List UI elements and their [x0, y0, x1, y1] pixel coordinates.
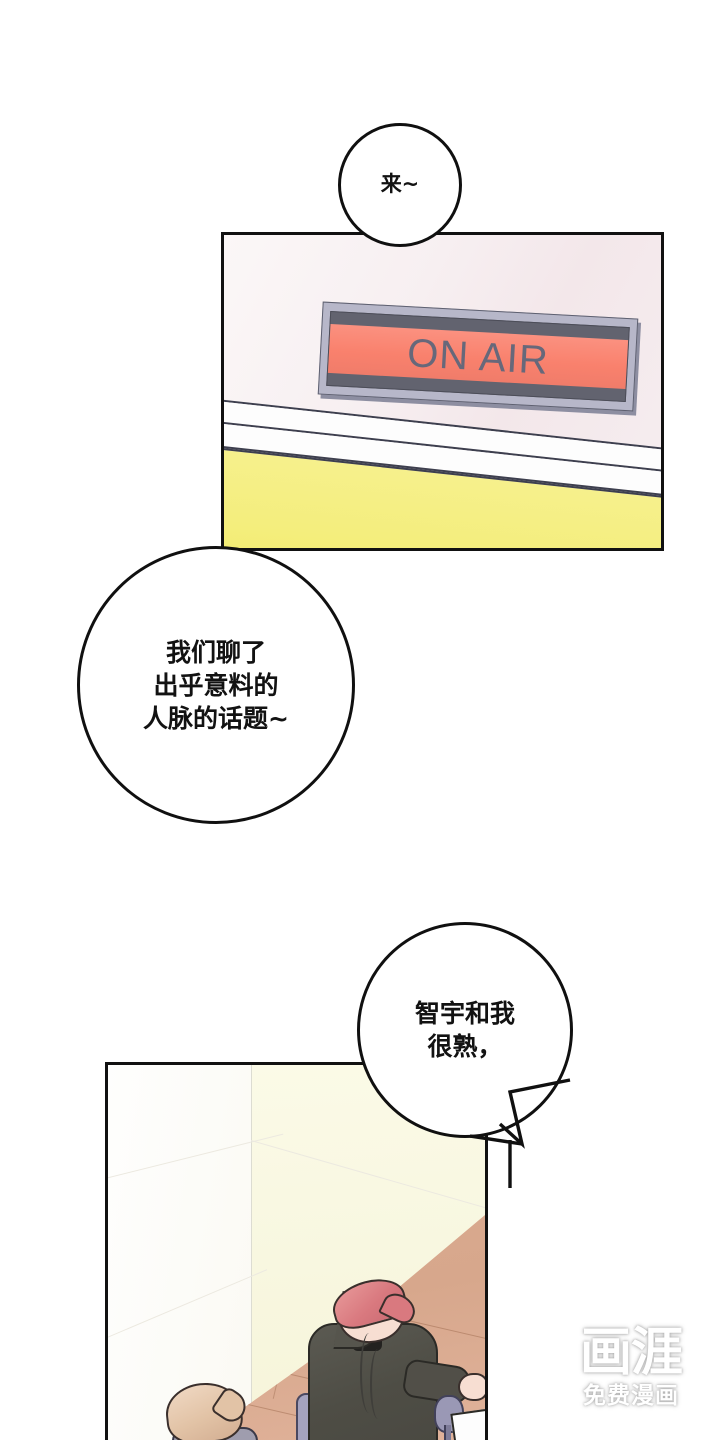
on-air-sign: ON AIR — [317, 301, 639, 412]
on-air-sign-face: ON AIR — [327, 323, 629, 390]
speech-bubble-topic: 我们聊了 出乎意料的 人脉的话题~ — [77, 546, 355, 824]
character-guest — [163, 1379, 266, 1440]
site-watermark: 画涯 免费漫画 — [556, 1311, 706, 1423]
speech-bubble-close: 智宇和我 很熟， — [357, 922, 573, 1138]
on-air-sign-bezel: ON AIR — [326, 310, 630, 403]
earphone-cable — [370, 1349, 386, 1419]
booth-wall-corner — [251, 1065, 253, 1440]
character-host — [296, 1272, 485, 1440]
on-air-sign-label: ON AIR — [406, 330, 550, 383]
speech-bubble-close-text: 智宇和我 很熟， — [414, 999, 515, 1061]
earphone-cable — [360, 1333, 378, 1413]
host-hand — [458, 1373, 485, 1401]
comic-panel-on-air: ON AIR — [221, 232, 664, 551]
speech-bubble-come: 来~ — [338, 123, 462, 247]
speech-bubble-topic-text: 我们聊了 出乎意料的 人脉的话题~ — [143, 637, 289, 733]
watermark-logo: 画涯 — [579, 1322, 683, 1383]
speech-bubble-come-text: 来~ — [380, 172, 420, 197]
watermark-subtitle: 免费漫画 — [583, 1382, 679, 1409]
microphone-stem — [444, 1425, 451, 1440]
